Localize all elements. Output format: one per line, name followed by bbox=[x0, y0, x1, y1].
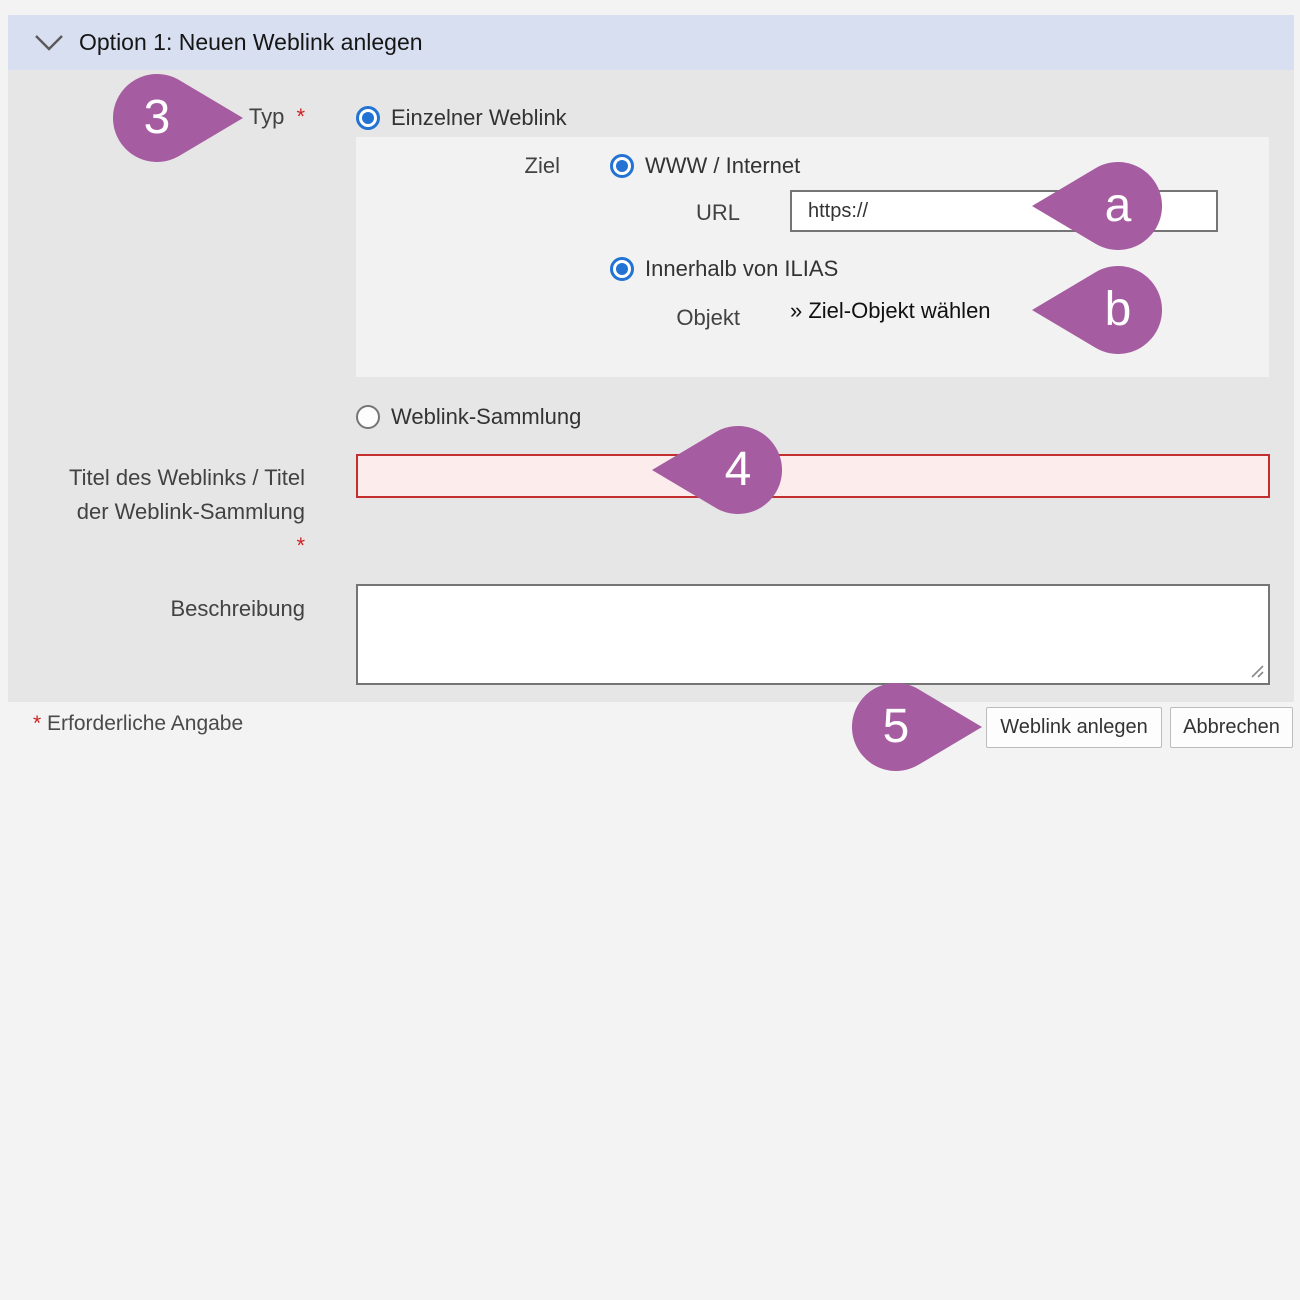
objekt-label: Objekt bbox=[676, 305, 740, 330]
required-note-text: Erforderliche Angabe bbox=[47, 712, 244, 735]
titel-label-line1: Titel des Weblinks / Titel bbox=[69, 465, 305, 490]
accordion-header[interactable]: Option 1: Neuen Weblink anlegen bbox=[8, 15, 1294, 70]
beschreibung-field bbox=[356, 584, 1270, 685]
typ-label: Typ * bbox=[8, 102, 305, 132]
typ-label-text: Typ bbox=[248, 104, 285, 129]
titel-label: Titel des Weblinks / Titel der Weblink-S… bbox=[8, 461, 305, 563]
chevron-down-icon[interactable] bbox=[34, 34, 64, 52]
ziel-label: Ziel bbox=[524, 153, 560, 178]
radio-row-weblink-sammlung[interactable]: Weblink-Sammlung bbox=[356, 404, 581, 430]
radio-row-www-internet[interactable]: WWW / Internet bbox=[610, 153, 800, 179]
abbrechen-button[interactable]: Abbrechen bbox=[1170, 707, 1293, 748]
radio-innerhalb-ilias-label: Innerhalb von ILIAS bbox=[645, 256, 839, 281]
required-note: * Erforderliche Angabe bbox=[33, 712, 243, 736]
titel-required-asterisk: * bbox=[296, 533, 305, 558]
radio-weblink-sammlung-label: Weblink-Sammlung bbox=[391, 404, 582, 429]
radio-weblink-sammlung[interactable] bbox=[356, 405, 380, 429]
radio-www-internet[interactable] bbox=[610, 154, 634, 178]
required-note-asterisk: * bbox=[33, 712, 42, 735]
accordion-title: Option 1: Neuen Weblink anlegen bbox=[79, 29, 423, 55]
radio-www-internet-label: WWW / Internet bbox=[645, 153, 801, 178]
radio-innerhalb-ilias[interactable] bbox=[610, 257, 634, 281]
ziel-objekt-waehlen-link[interactable]: » Ziel-Objekt wählen bbox=[790, 298, 991, 323]
titel-label-line2: der Weblink-Sammlung bbox=[76, 499, 305, 524]
typ-required-asterisk: * bbox=[296, 104, 305, 129]
url-label: URL bbox=[695, 200, 740, 225]
radio-einzelner-weblink-label: Einzelner Weblink bbox=[391, 105, 567, 130]
weblink-anlegen-button[interactable]: Weblink anlegen bbox=[986, 707, 1162, 748]
radio-einzelner-weblink[interactable] bbox=[356, 106, 380, 130]
resize-handle-icon[interactable] bbox=[1249, 663, 1265, 679]
titel-input[interactable] bbox=[356, 454, 1270, 498]
beschreibung-label: Beschreibung bbox=[170, 596, 305, 621]
radio-row-einzelner-weblink[interactable]: Einzelner Weblink bbox=[356, 105, 567, 131]
url-input[interactable] bbox=[790, 190, 1218, 232]
beschreibung-textarea[interactable] bbox=[356, 584, 1270, 685]
radio-row-innerhalb-ilias[interactable]: Innerhalb von ILIAS bbox=[610, 256, 838, 282]
